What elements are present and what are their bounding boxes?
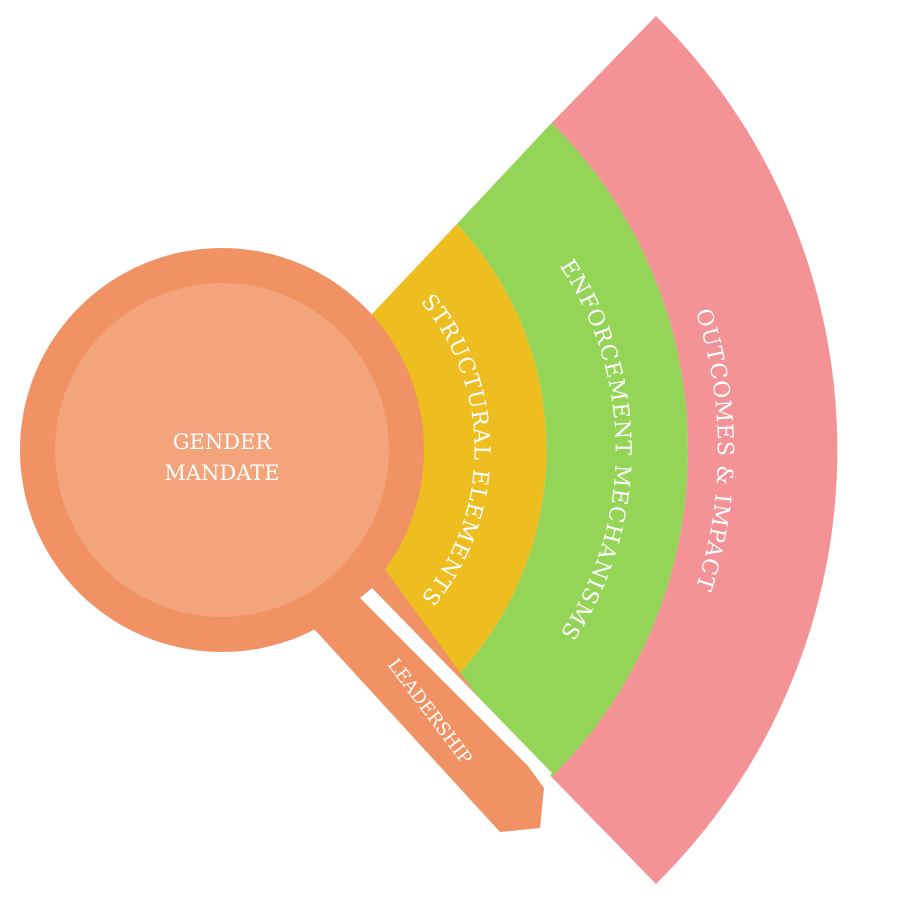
ring-structural-elements	[356, 224, 547, 676]
ring-enforcement-mechanisms	[456, 123, 688, 777]
center-label-line2: MANDATE	[164, 461, 279, 485]
center-label-line1: GENDER	[173, 430, 273, 454]
gender-mandate-inner-circle	[55, 283, 389, 617]
ring-outcomes-impact	[551, 16, 838, 884]
handle-separator	[360, 588, 552, 783]
